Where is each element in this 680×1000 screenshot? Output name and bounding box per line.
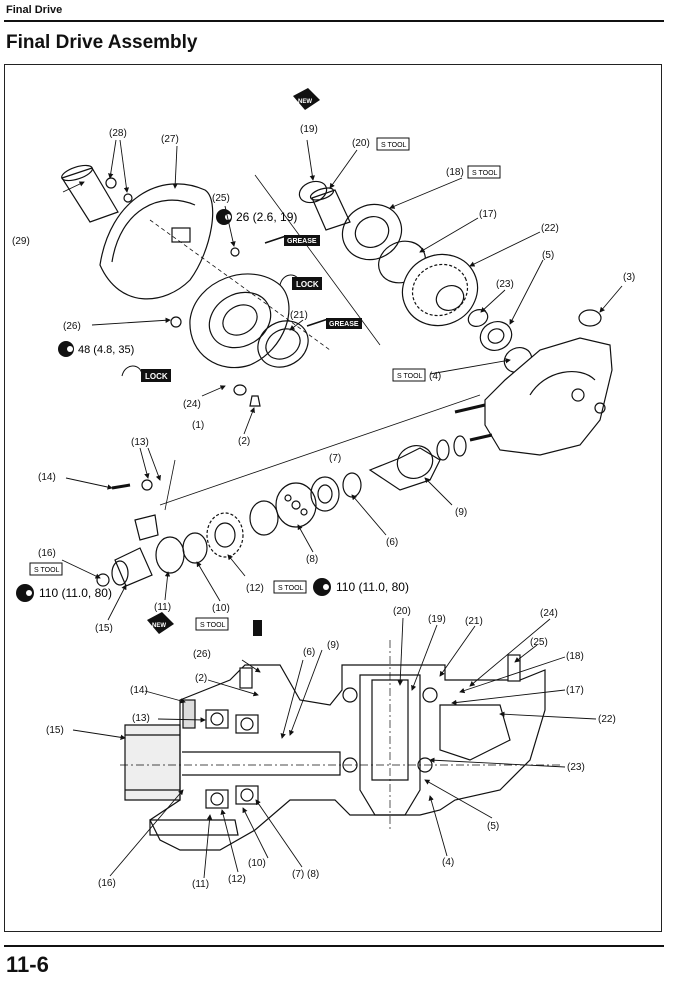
torque-110-left: 110 (11.0, 80) xyxy=(16,584,112,602)
grease-tag-21: GREASE xyxy=(306,318,362,329)
callout-20: (20) xyxy=(352,138,370,149)
callout-5: (5) xyxy=(542,250,554,261)
leader-lines xyxy=(61,139,623,879)
xsec-callout-4: (4) xyxy=(442,857,454,868)
xsec-callout-18: (18) xyxy=(566,651,584,662)
svg-text:LOCK: LOCK xyxy=(296,280,319,289)
svg-text:S TOOL: S TOOL xyxy=(381,142,407,149)
callout-17: (17) xyxy=(479,209,497,220)
callout-19: (19) xyxy=(300,124,318,135)
callout-4: (4) xyxy=(429,371,441,382)
svg-text:NEW: NEW xyxy=(152,623,166,629)
torque-26: 26 (2.6, 19) xyxy=(216,209,297,225)
callout-8: (8) xyxy=(306,554,318,565)
footer-rule xyxy=(4,945,664,947)
stool-tag-12: S TOOL xyxy=(273,580,307,594)
diagram-frame xyxy=(4,64,662,932)
upper-parts xyxy=(61,164,613,587)
callout-13: (13) xyxy=(131,437,149,448)
svg-text:S TOOL: S TOOL xyxy=(397,373,423,380)
xsec-callout-6: (6) xyxy=(303,647,315,658)
callout-22: (22) xyxy=(541,223,559,234)
callout-15: (15) xyxy=(95,623,113,634)
xsec-callout-19: (19) xyxy=(428,614,446,625)
callout-27: (27) xyxy=(161,134,179,145)
new-badge-bottom: NEW xyxy=(147,612,174,634)
callout-25: (25) xyxy=(212,193,230,204)
callout-23: (23) xyxy=(496,279,514,290)
xsec-callout-26: (26) xyxy=(193,649,211,660)
stool-tag-bottom: S TOOL xyxy=(195,617,229,631)
callout-9: (9) xyxy=(455,507,467,518)
svg-text:S TOOL: S TOOL xyxy=(34,567,60,574)
svg-text:GREASE: GREASE xyxy=(329,321,359,328)
callout-6: (6) xyxy=(386,537,398,548)
page-number: 11-6 xyxy=(6,952,49,977)
lock-tag-upper: LOCK xyxy=(279,274,322,290)
callout-labels: (19) (20) (28) (27) (18) (25) (29) (17) … xyxy=(12,124,635,890)
torque-110-right: 110 (11.0, 80) xyxy=(313,578,409,596)
stool-tag-16: S TOOL xyxy=(29,562,63,576)
grease-tag-25: GREASE xyxy=(264,235,320,246)
page-title: Final Drive Assembly xyxy=(6,32,198,53)
wrench-icon xyxy=(253,620,262,636)
callout-21: (21) xyxy=(290,310,308,321)
xsec-callout-22: (22) xyxy=(598,714,616,725)
callout-11: (11) xyxy=(154,602,171,613)
xsec-callout-24: (24) xyxy=(540,608,558,619)
callout-24: (24) xyxy=(183,399,201,410)
xsec-callout-13: (13) xyxy=(132,713,150,724)
torque-48: 48 (4.8, 35) xyxy=(58,341,134,357)
xsec-callout-16: (16) xyxy=(98,878,116,889)
callout-1: (1) xyxy=(192,420,204,431)
callout-14: (14) xyxy=(38,472,56,483)
svg-text:110 (11.0, 80): 110 (11.0, 80) xyxy=(336,580,409,594)
svg-text:S TOOL: S TOOL xyxy=(472,170,498,177)
xsec-callout-21: (21) xyxy=(465,616,483,627)
xsec-callout-23: (23) xyxy=(567,762,585,773)
xsec-callout-15: (15) xyxy=(46,725,64,736)
callout-29: (29) xyxy=(12,236,30,247)
callout-7: (7) xyxy=(329,453,341,464)
xsec-callout-9: (9) xyxy=(327,640,339,651)
xsec-callout-17: (17) xyxy=(566,685,584,696)
svg-text:NEW: NEW xyxy=(298,99,312,105)
callout-2: (2) xyxy=(238,436,250,447)
callout-16: (16) xyxy=(38,548,56,559)
svg-text:48 (4.8, 35): 48 (4.8, 35) xyxy=(78,344,134,356)
badges: NEW NEW S TOOL S TOOL S TOOL S TOOL S TO… xyxy=(29,88,501,636)
stool-tag-18: S TOOL xyxy=(467,165,501,179)
xsec-callout-14: (14) xyxy=(130,685,148,696)
callout-12: (12) xyxy=(246,583,264,594)
xsec-callout-5: (5) xyxy=(487,821,499,832)
callout-18: (18) xyxy=(446,167,464,178)
xsec-callout-25: (25) xyxy=(530,637,548,648)
section-header: Final Drive xyxy=(6,4,63,16)
callout-28: (28) xyxy=(109,128,127,139)
callout-3: (3) xyxy=(623,272,635,283)
svg-text:S TOOL: S TOOL xyxy=(278,585,304,592)
callout-26: (26) xyxy=(63,321,81,332)
stool-tag-20: S TOOL xyxy=(376,137,410,151)
svg-text:26 (2.6, 19): 26 (2.6, 19) xyxy=(236,210,297,224)
cross-section-view xyxy=(120,640,560,851)
callout-10: (10) xyxy=(212,603,230,614)
torque-specs: 26 (2.6, 19) 48 (4.8, 35) 110 (11.0, 80)… xyxy=(16,209,409,602)
xsec-callout-12: (12) xyxy=(228,874,246,885)
xsec-callout-20: (20) xyxy=(393,606,411,617)
xsec-callout-10: (10) xyxy=(248,858,266,869)
svg-text:110 (11.0, 80): 110 (11.0, 80) xyxy=(39,586,112,600)
xsec-callout-2: (2) xyxy=(195,673,207,684)
stool-tag-4: S TOOL xyxy=(392,368,426,382)
svg-text:S TOOL: S TOOL xyxy=(200,622,226,629)
svg-text:LOCK: LOCK xyxy=(145,372,168,381)
new-badge-top: NEW xyxy=(293,88,320,110)
svg-text:GREASE: GREASE xyxy=(287,238,317,245)
header-rule xyxy=(4,20,664,22)
lock-tag-lower: LOCK xyxy=(121,365,171,382)
xsec-callout-11: (11) xyxy=(192,879,209,890)
xsec-callout-7-8: (7) (8) xyxy=(292,869,319,880)
